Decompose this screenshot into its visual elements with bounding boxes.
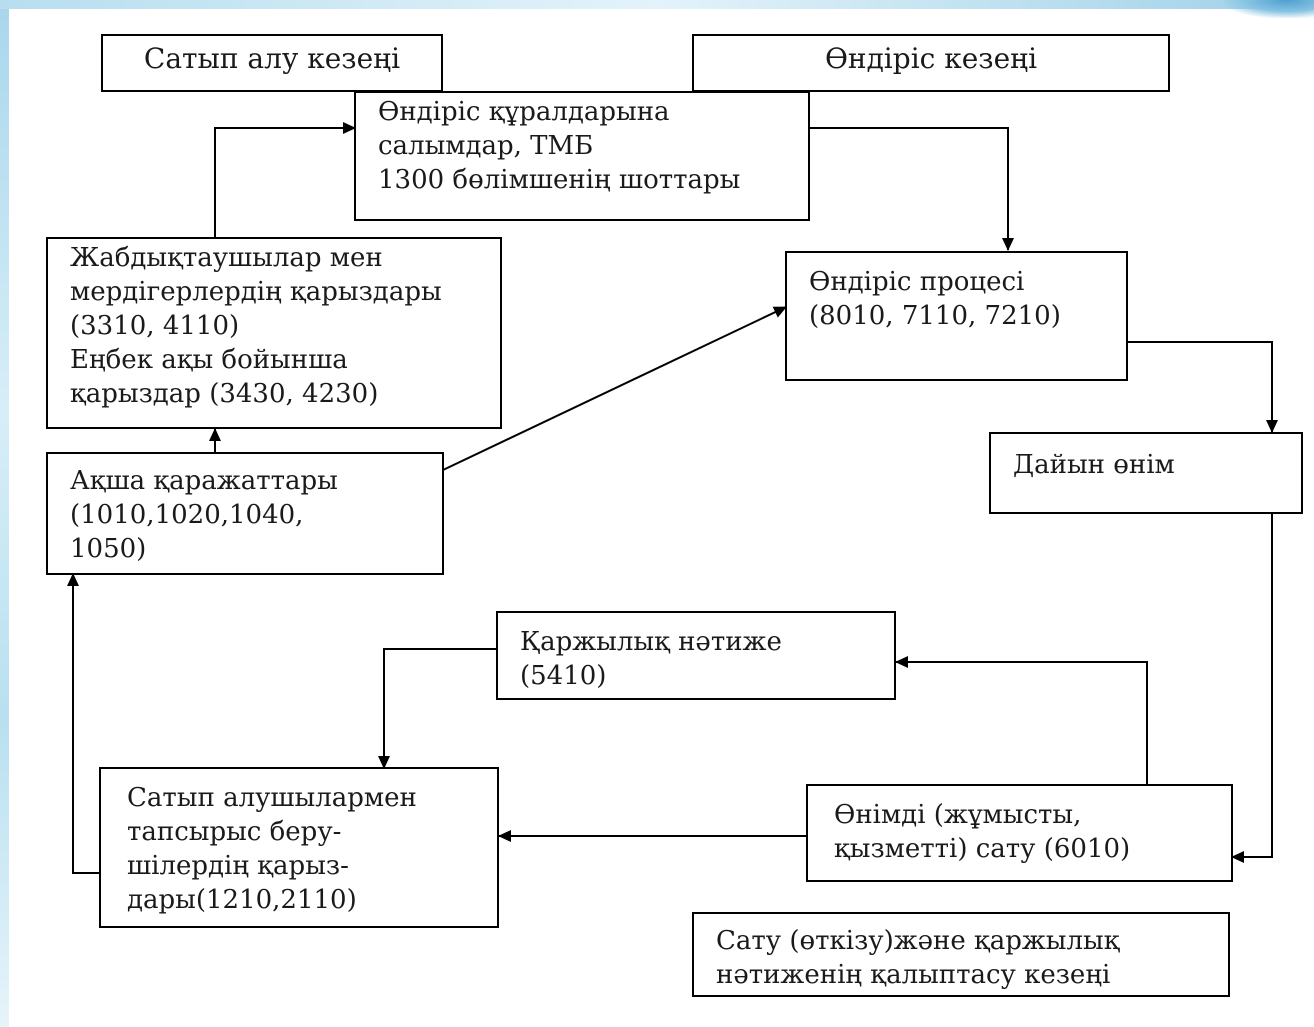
arrow-financial-result-to-receivables bbox=[378, 648, 498, 769]
cash-box: Ақша қаражаттары (1010,1020,1040, 1050) bbox=[46, 452, 444, 575]
payables-box: Жабдықтаушылар мен мердігерлердің қарызд… bbox=[46, 237, 502, 429]
arrow-finished-to-sales bbox=[1231, 512, 1273, 863]
arrow-receivables-to-cash bbox=[67, 573, 100, 874]
investments-box: Өндіріс құралдарына салымдар, ТМБ 1300 б… bbox=[354, 91, 810, 221]
receivables-box: Сатып алушылармен тапсырыс беру- шілерді… bbox=[99, 767, 499, 928]
arrow-investments-to-production bbox=[808, 127, 1014, 251]
arrow-sales-to-financial-result bbox=[895, 656, 1148, 784]
financial-result-box: Қаржылық нәтиже (5410) bbox=[496, 611, 896, 700]
finished-goods-box: Дайын өнім bbox=[989, 432, 1303, 514]
production-stage-label: Өндіріс кезеңі bbox=[692, 34, 1170, 92]
arrow-production-to-finished bbox=[1128, 341, 1278, 433]
purchase-stage-label: Сатып алу кезеңі bbox=[101, 34, 443, 92]
production-process-box: Өндіріс процесі (8010, 7110, 7210) bbox=[785, 251, 1128, 381]
sales-stage-label: Сату (өткізу)және қаржылық нәтиженің қал… bbox=[692, 912, 1230, 997]
arrow-cash-to-production bbox=[442, 306, 787, 471]
slide-frame-left bbox=[0, 0, 9, 1027]
slide-frame-top bbox=[0, 0, 1314, 9]
arrow-payables-to-investments bbox=[214, 122, 356, 238]
sales-box: Өнімді (жұмысты, қызметті) сату (6010) bbox=[806, 784, 1233, 882]
slide-corner-decoration bbox=[1224, 0, 1314, 18]
